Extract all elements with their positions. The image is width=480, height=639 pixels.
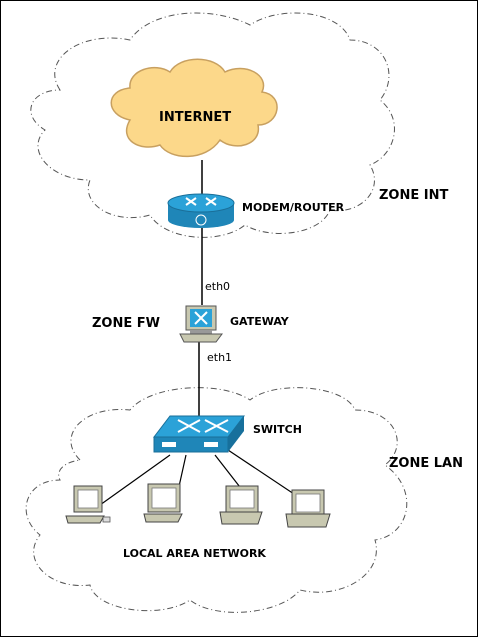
router-label: MODEM/ROUTER xyxy=(242,201,345,214)
lan-pc-4-icon xyxy=(285,489,331,528)
lan-pc-1-icon xyxy=(65,485,111,524)
zone-fw-label: ZONE FW xyxy=(92,316,160,331)
eth1-label: eth1 xyxy=(207,351,233,364)
zone-int-boundary xyxy=(30,12,395,238)
switch-icon xyxy=(152,415,246,453)
lan-pc-2-icon xyxy=(143,483,183,523)
gateway-label: GATEWAY xyxy=(230,315,289,328)
router-icon xyxy=(167,193,235,228)
link-switch-pc4 xyxy=(227,449,301,499)
gateway-computer-icon xyxy=(179,305,223,343)
lan-pc-3-icon xyxy=(219,485,263,525)
lan-label: LOCAL AREA NETWORK xyxy=(123,547,266,560)
zone-lan-label: ZONE LAN xyxy=(389,456,463,471)
link-switch-pc1 xyxy=(99,454,171,506)
switch-label: SWITCH xyxy=(253,423,302,436)
eth0-label: eth0 xyxy=(205,280,231,293)
internet-cloud-icon xyxy=(110,58,278,158)
zone-int-label: ZONE INT xyxy=(379,188,449,203)
zone-lan-boundary xyxy=(25,387,408,613)
internet-label: INTERNET xyxy=(159,110,232,125)
